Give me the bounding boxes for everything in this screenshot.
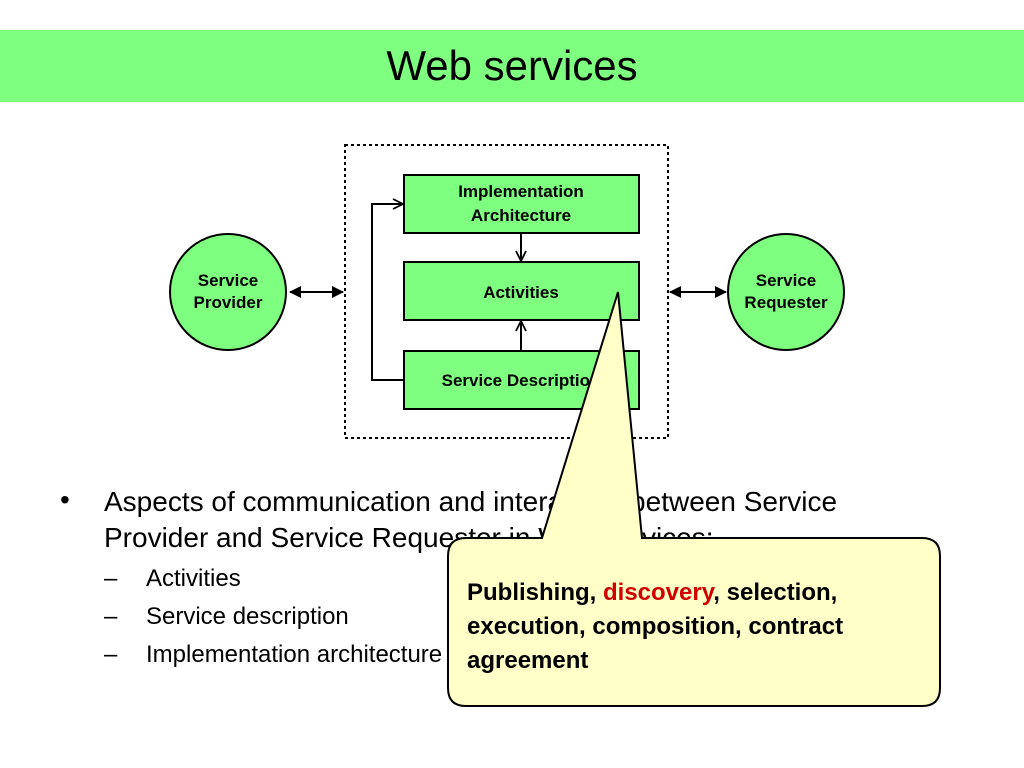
- callout-text-part2: , selection, execution, composition, con…: [467, 579, 844, 674]
- dash-icon: –: [104, 565, 118, 592]
- title-bar: [0, 30, 1024, 102]
- implementation-architecture-box: [403, 174, 640, 234]
- callout-balloon: [447, 291, 941, 707]
- system-boundary: [344, 144, 669, 439]
- activities-box: [403, 261, 640, 321]
- sub-bullet-implementation-architecture: – Implementation architecture: [104, 636, 920, 674]
- sub-bullet-text: Activities: [146, 565, 241, 592]
- sub-bullet-text: Implementation architecture: [146, 641, 443, 668]
- requester-label-line1: Service: [756, 271, 817, 290]
- impl-label-line2: Architecture: [471, 206, 571, 225]
- service-requester-node: [727, 233, 845, 351]
- impl-label-line1: Implementation: [458, 182, 584, 201]
- service-description-label: Service Description: [442, 371, 601, 390]
- sub-bullet-activities: – Activities: [104, 560, 920, 598]
- sub-bullet-list: – Activities – Service description – Implem…: [104, 560, 920, 674]
- sub-bullet-service-description: – Service description: [104, 598, 920, 636]
- activities-label: Activities: [483, 283, 559, 302]
- callout-text: Publishing, discovery, selection, execut…: [467, 576, 927, 678]
- dash-icon: –: [104, 641, 118, 668]
- bullet-list: • Aspects of communication and interacti…: [60, 484, 920, 674]
- provider-label-line2: Provider: [194, 293, 263, 312]
- sub-bullet-text: Service description: [146, 603, 349, 630]
- callout-highlight-discovery: discovery: [603, 579, 714, 606]
- bullet-dot-icon: •: [60, 484, 70, 515]
- callout-text-part1: Publishing,: [467, 579, 603, 606]
- requester-label-line2: Requester: [744, 293, 828, 312]
- slide-title: Web services: [386, 42, 638, 89]
- provider-label-line1: Service: [198, 271, 259, 290]
- feedback-loop-arrow: [371, 204, 404, 381]
- dash-icon: –: [104, 603, 118, 630]
- service-provider-node: [169, 233, 287, 351]
